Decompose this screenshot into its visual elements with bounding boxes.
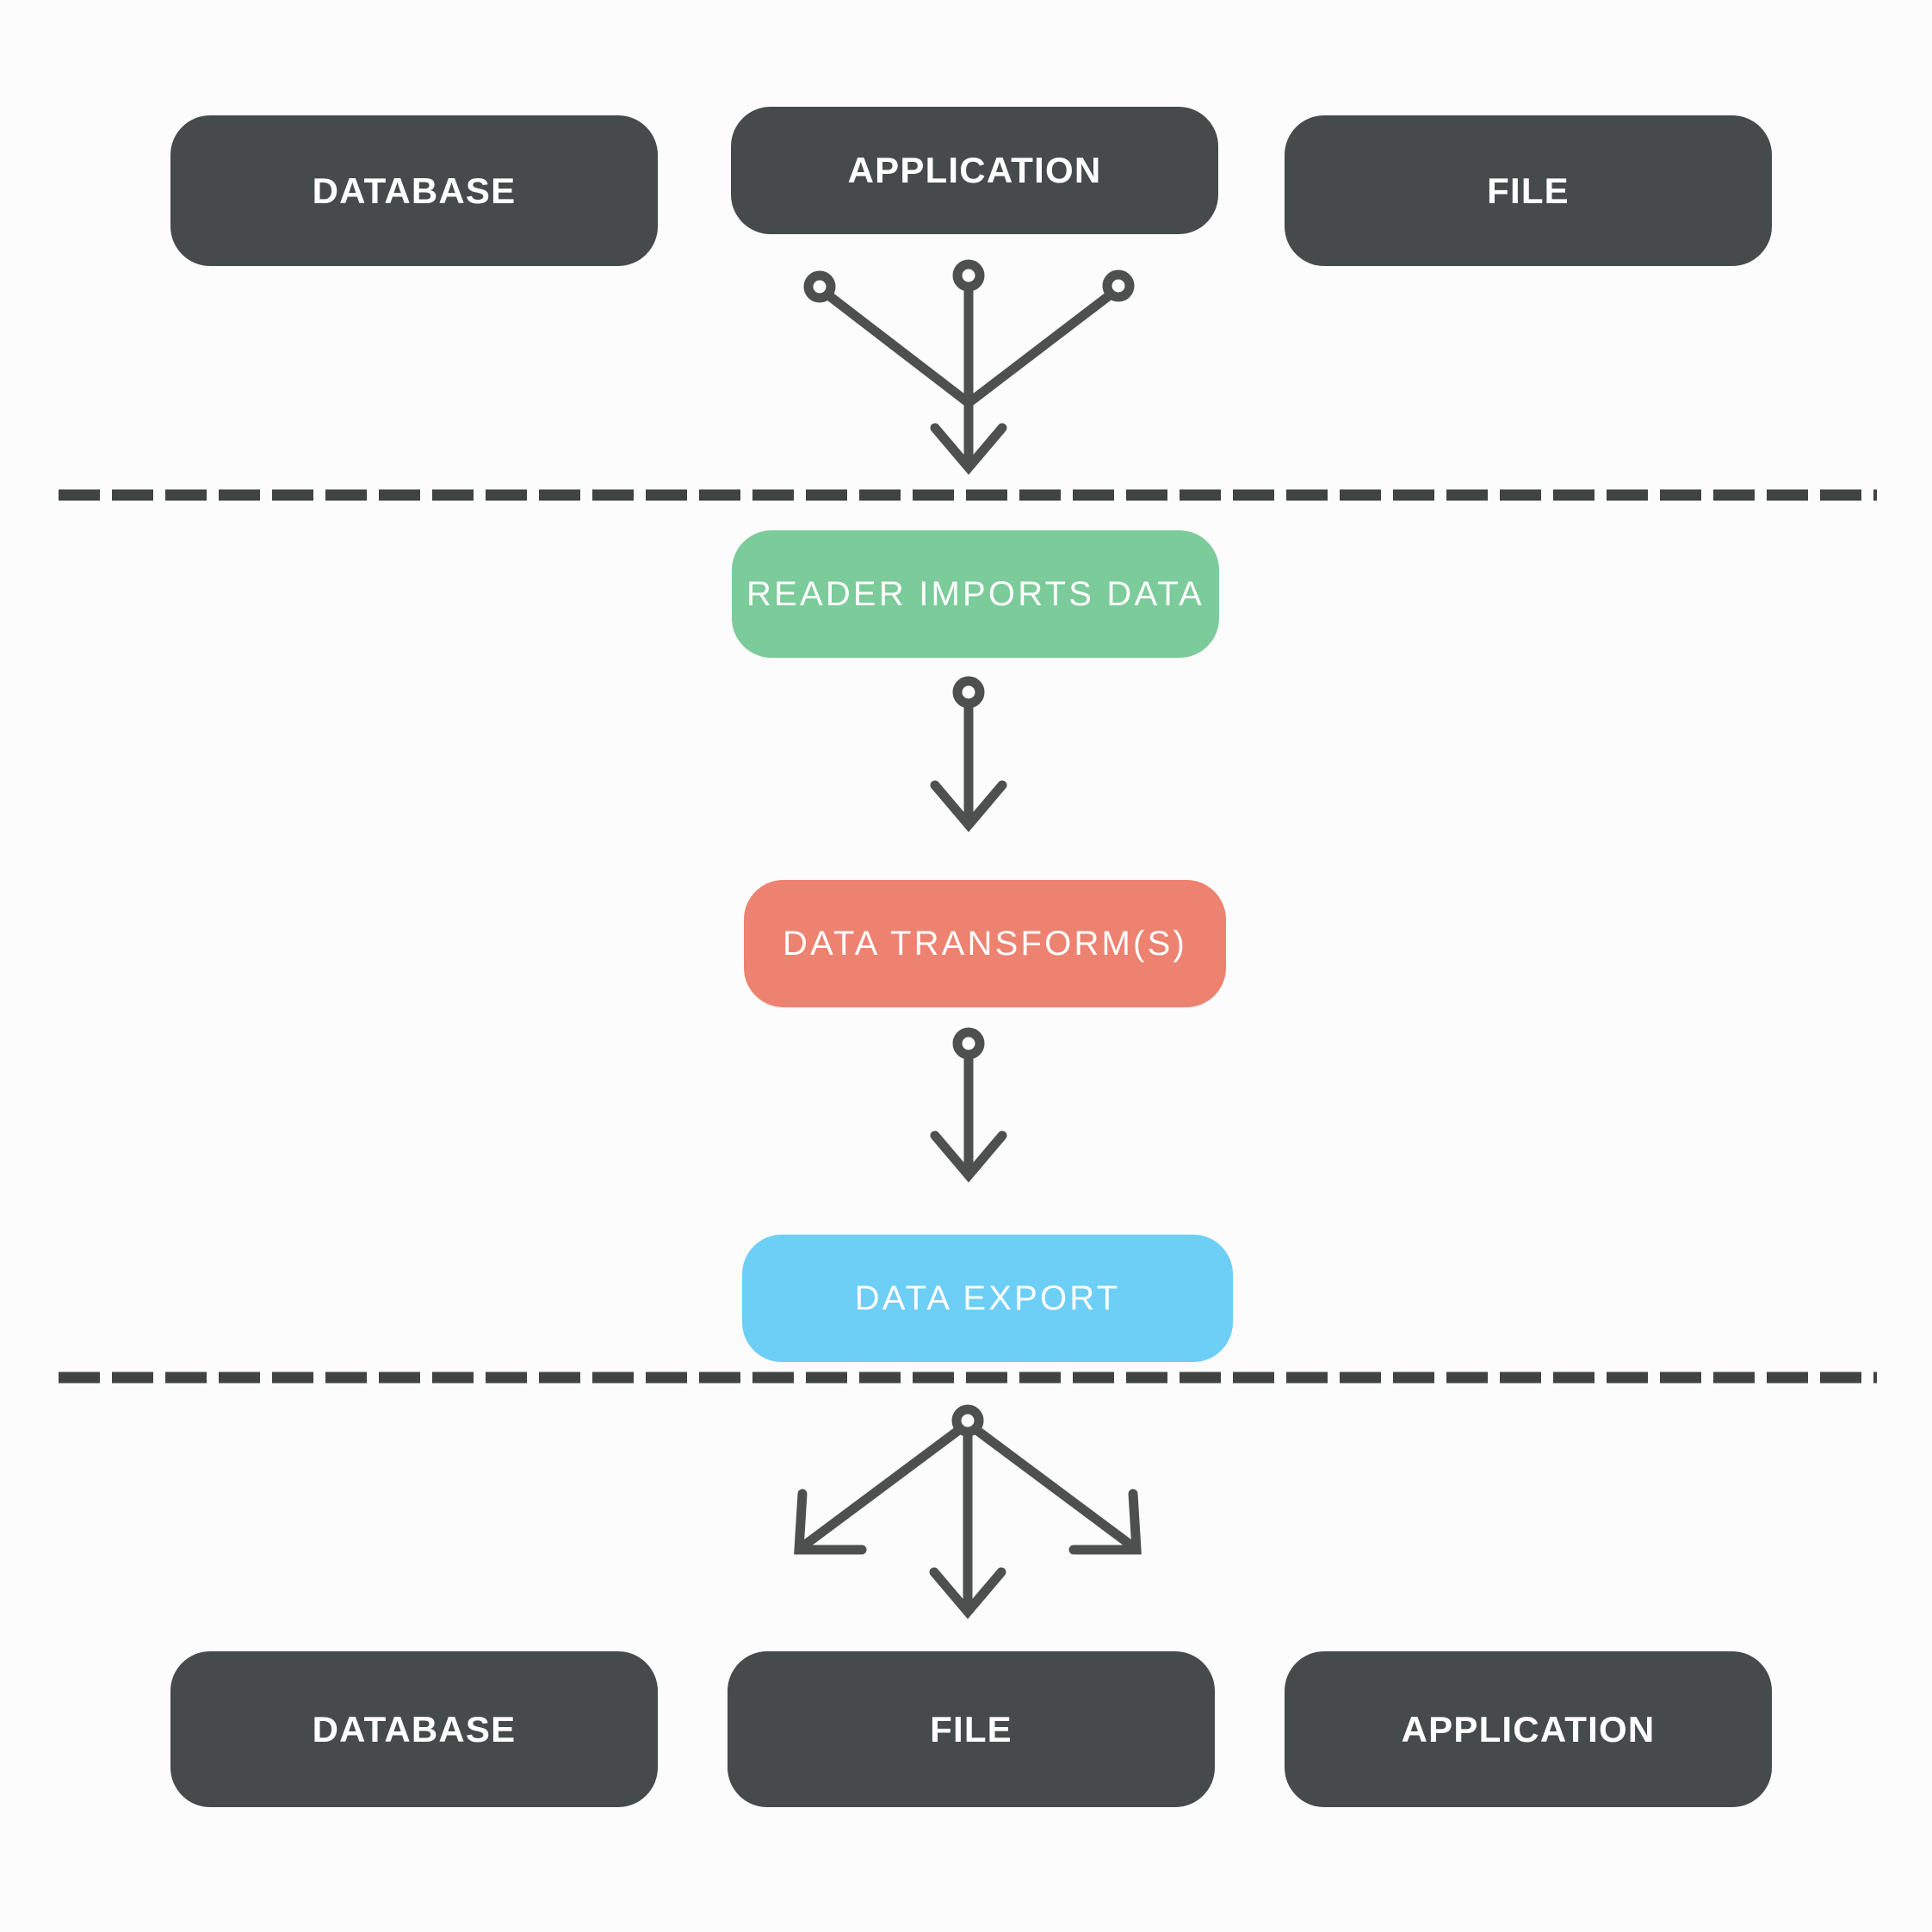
fan-out-branch-left	[801, 1425, 963, 1550]
connector-export-to-targets	[794, 1404, 1142, 1619]
target-file[interactable]: FILE	[728, 1651, 1215, 1807]
fan-in-arrowhead	[930, 423, 1007, 475]
source-application[interactable]: APPLICATION	[731, 107, 1218, 234]
stage-data-transforms[interactable]: DATA TRANSFORM(S)	[744, 880, 1226, 1007]
reader-transform-origin-dot	[952, 676, 985, 709]
fan-out-arrowhead-center	[929, 1567, 1006, 1619]
fan-out-arrowhead-left	[794, 1489, 867, 1555]
stage-data-export-label: DATA EXPORT	[854, 1279, 1121, 1317]
stage-data-export[interactable]: DATA EXPORT	[742, 1235, 1233, 1362]
target-database-label: DATABASE	[312, 1708, 517, 1749]
stage-reader-imports-data-label: READER IMPORTS DATA	[746, 575, 1204, 613]
source-application-label: APPLICATION	[847, 150, 1102, 190]
fan-in-branch-right	[963, 289, 1116, 408]
source-database[interactable]: DATABASE	[170, 115, 658, 266]
source-database-label: DATABASE	[312, 170, 517, 211]
connector-transform-to-export	[930, 1027, 1007, 1183]
fan-endpoint-right	[1102, 269, 1135, 302]
target-application[interactable]: APPLICATION	[1285, 1651, 1772, 1807]
source-file-label: FILE	[1487, 170, 1570, 211]
stage-data-transforms-label: DATA TRANSFORM(S)	[783, 925, 1187, 963]
transform-export-arrowhead	[930, 1130, 1007, 1183]
target-application-label: APPLICATION	[1401, 1708, 1656, 1749]
stage-reader-imports-data[interactable]: READER IMPORTS DATA	[732, 530, 1219, 658]
connector-sources-to-reader	[803, 259, 1135, 475]
fan-endpoint-left	[803, 270, 836, 303]
fan-in-branch-left	[822, 289, 974, 408]
target-database[interactable]: DATABASE	[170, 1651, 658, 1807]
fan-endpoint-center	[952, 259, 985, 292]
connector-reader-to-transform	[930, 676, 1007, 833]
source-file[interactable]: FILE	[1285, 115, 1772, 266]
fan-out-branch-right	[972, 1425, 1135, 1550]
fan-out-arrowhead-right	[1068, 1489, 1142, 1555]
transform-export-origin-dot	[952, 1027, 985, 1060]
reader-transform-arrowhead	[930, 780, 1007, 833]
target-file-label: FILE	[930, 1708, 1012, 1749]
fan-out-origin-dot	[951, 1404, 984, 1437]
